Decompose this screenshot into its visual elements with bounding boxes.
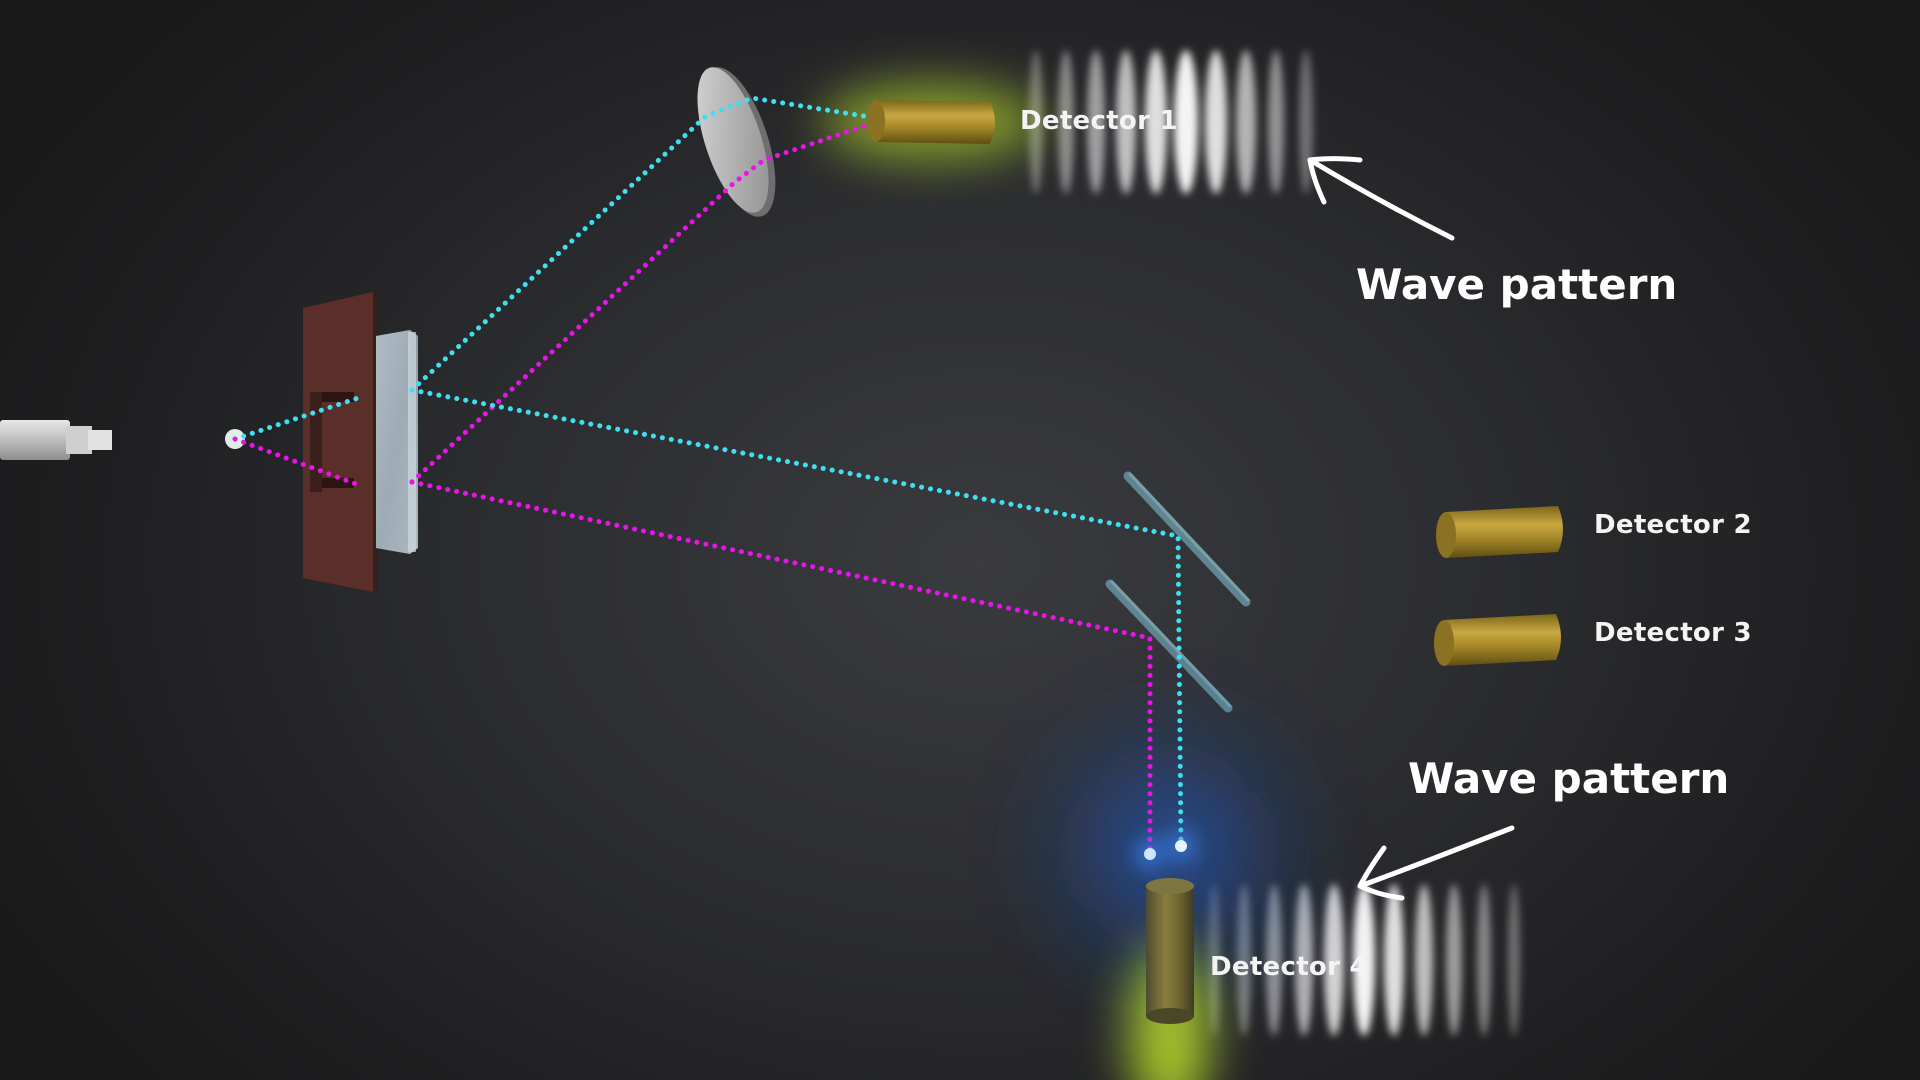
wave-fringe: [1353, 884, 1375, 1036]
path-magenta-source: [232, 436, 359, 487]
laser-emitter: [0, 420, 112, 460]
beam-splitter-upper: [1123, 471, 1251, 607]
arrow-bottom-icon: [1357, 825, 1515, 901]
arrival-dot-cyan: [1175, 840, 1187, 852]
lens: [697, 67, 776, 217]
wave-fringe: [1205, 50, 1227, 194]
detector-2: [1436, 506, 1563, 558]
wave-fringe: [1324, 884, 1344, 1036]
beam-splitter-lower: [1105, 579, 1233, 713]
detector-3: [1434, 614, 1561, 666]
wave-fringe: [1415, 884, 1433, 1036]
detector-2-label: Detector 2: [1594, 510, 1752, 540]
wave-fringe: [1384, 884, 1404, 1036]
photon-paths: [232, 95, 1184, 857]
wave-fringe: [1477, 884, 1491, 1036]
detector-1-label: Detector 1: [1020, 106, 1178, 136]
arrival-dot-magenta: [1144, 848, 1156, 860]
double-slit-plate: [303, 292, 378, 592]
wave-fringe: [1508, 884, 1520, 1036]
detector-1: [867, 100, 995, 144]
path-cyan-to-detector-1: [409, 95, 879, 393]
splitter-crystal: [376, 330, 418, 554]
wave-fringe: [1087, 50, 1105, 194]
arrow-top-icon: [1307, 156, 1455, 241]
detector-4-label: Detector 4: [1210, 952, 1368, 982]
wave-pattern-label-bottom: Wave pattern: [1408, 754, 1730, 803]
path-magenta-to-detector-4: [409, 479, 1153, 857]
path-magenta-to-detector-1: [409, 119, 879, 485]
wave-fringe: [1446, 884, 1462, 1036]
wave-fringe: [1268, 50, 1284, 194]
detector-3-label: Detector 3: [1594, 618, 1752, 648]
wave-fringe: [1236, 50, 1256, 194]
wave-fringe: [1116, 50, 1136, 194]
wave-fringe: [1058, 50, 1074, 194]
wave-pattern-label-top: Wave pattern: [1356, 260, 1678, 309]
detector-4: [1146, 878, 1194, 1024]
wave-fringe: [1174, 50, 1198, 194]
path-cyan-source: [232, 395, 361, 442]
wave-fringe: [1145, 50, 1167, 194]
